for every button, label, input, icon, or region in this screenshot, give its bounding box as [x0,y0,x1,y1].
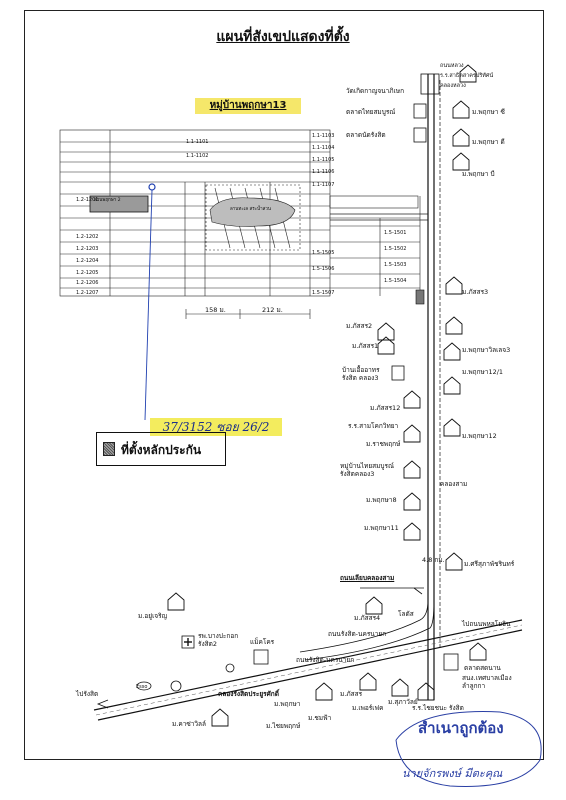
plot-code: 1.1-1101 [186,139,209,145]
plot-code: 1.5-1505 [312,250,335,256]
label-pk12: ม.พฤกษา12 [462,432,497,440]
legend-label: ที่ตั้งหลักประกัน [121,443,202,457]
handwritten-address: 37/3152 ซอย 26/2 [150,418,282,436]
label-muang: สนง.เทศบาลเมืองลำลูกกา [462,674,512,690]
map-frame [24,10,544,760]
label-pas4: ม.ภัสสร4 [354,614,381,622]
label-sena: บ้านเอื้ออาทร รังสิต คลอง3 [342,366,380,382]
label-canal: คลองสาม [440,480,468,488]
label-pas3: ม.ภัสสร3 [462,288,489,296]
label-home: ม.พฤกษา [274,700,301,708]
label-canal-top: คลองหลวง [440,83,466,89]
label-kasem: ม.คาซ่าวิลล์ [172,720,207,728]
plot-code: 1.5-1507 [312,290,335,296]
plot-code: 1.5-1506 [312,266,335,272]
page-title: แผนที่สังเขปแสดงที่ตั้ง [216,29,350,45]
label-pas12: ม.ภัสสร12 [370,404,401,412]
label-pk-d: ม.พฤกษา ดี [472,138,505,146]
label-to-rangsit: ไปรังสิต [76,690,99,698]
label-school: ร.ร.สามโคกวิทยา [348,422,399,430]
label-bypass: ถนนเลียบคลองสาม [340,574,395,582]
label-m-suphawan: ม.สุภาวัลย์ [388,698,418,706]
plot-code: 1.1-1105 [312,157,335,163]
plot-code: 1.2-1205 [76,270,99,276]
label-hm-market: แม็คโคร [250,638,275,646]
plot-code: 1.2-1201 [76,197,99,203]
dimension-right: 212 ม. [262,306,283,314]
lot-label: สวนพฤกษา 2 [94,198,121,203]
label-km: 4.8 กม. [422,556,445,564]
label-school-right: ร.ร.ไชยชนะ รังสิต [412,704,464,712]
plot-code: 1.1-1104 [312,145,335,151]
plot-code: 1.5-1503 [384,262,407,268]
stamp-certified: สำเนาถูกต้อง [418,719,504,737]
label-m-thong: ม.อยู่เจริญ [138,612,168,620]
label-market-right: ตลาดสดนาน [464,664,501,672]
label-road: คลองรังสิตประยูรศักดิ์ [218,690,279,698]
plot-code: 1.5-1502 [384,246,407,252]
label-to-ongkarak: ไปถนนพหลโยธิน [462,620,511,628]
label-pk-c: ม.พฤกษา ซี [472,108,505,116]
collateral-plot [89,195,149,213]
label-esso: Esso [136,684,148,690]
plot-code: 1.2-1202 [76,234,99,240]
label-pk8: ม.พฤกษา8 [366,496,397,504]
label-pk11: ม.พฤกษา11 [364,524,399,532]
label-pas1: ม.ภัสสร1 [352,342,379,350]
house-icons [167,64,487,727]
plot-code: 1.2-1203 [76,246,99,252]
label-m-bottom2: ม.เพอร์เฟค [352,704,384,712]
plot-code: 1.5-1501 [384,230,407,236]
label-sinthawee: ม.ศรีสุภาพัชรินทร์ [464,560,515,568]
label-pas2: ม.ภัสสร2 [346,322,373,330]
label-temple: วัดเกิดกาญจนาภิเษก [346,87,405,95]
legend: ที่ตั้งหลักประกัน [96,432,226,466]
label-top-road: ถนนหลวง [440,63,464,69]
label-top-sign: ร.ร.สาธิตสาครปริทัศน์ [440,73,494,79]
label-pk12-1: ม.พฤกษา12/1 [462,368,504,376]
plot-code: 1.2-1207 [76,290,99,296]
plot-code: 1.1-1103 [312,133,335,139]
label-hospital: รพ.บางปะกอก รังสิต2 [198,632,239,648]
plot-code: 1.1-1106 [312,169,335,175]
label-lotus: โลตัส [398,610,414,618]
dimension-left: 158 ม. [205,306,226,314]
stamp-signature: นายจักรพงษ์ มีตะคุณ [402,767,503,780]
legend-swatch [103,442,115,456]
pond [209,197,296,227]
plot-code: 1.1-1102 [186,153,209,159]
label-road2: ถนนรังสิต-นครนายก [296,656,355,664]
label-rungsit3: หมู่บ้านไทยสมบูรณ์ รังสิตคลอง3 [340,462,395,478]
label-pkvill3: ม.พฤกษาวิลเลจ3 [462,346,511,354]
village-title: หมู่บ้านพฤกษา13 [195,98,301,114]
label-m-bottom: ม.ชมฟ้า [308,714,332,722]
plot-code: 1.2-1206 [76,280,99,286]
label-rachapruek: ม.ราชพฤกษ์ [366,440,401,448]
label-rangsit-road: ถนนรังสิต-นครนายก [328,630,387,638]
plot-code: 1.2-1204 [76,258,99,264]
label-pas-bottom: ม.ภัสสร [340,690,363,698]
pond-label: ลานทะเล สระน้ำสวน [230,207,272,212]
label-market1: ตลาดไทยสมบูรณ์ [346,108,396,116]
label-pk-b: ม.พฤกษา บี [462,170,495,178]
label-chaiya: ม.ไชยพฤกษ์ [266,722,301,730]
label-market2: ตลาดนัดรังสิต [346,131,386,139]
plot-code: 1.5-1504 [384,278,407,284]
plot-code: 1.1-1107 [312,182,335,188]
